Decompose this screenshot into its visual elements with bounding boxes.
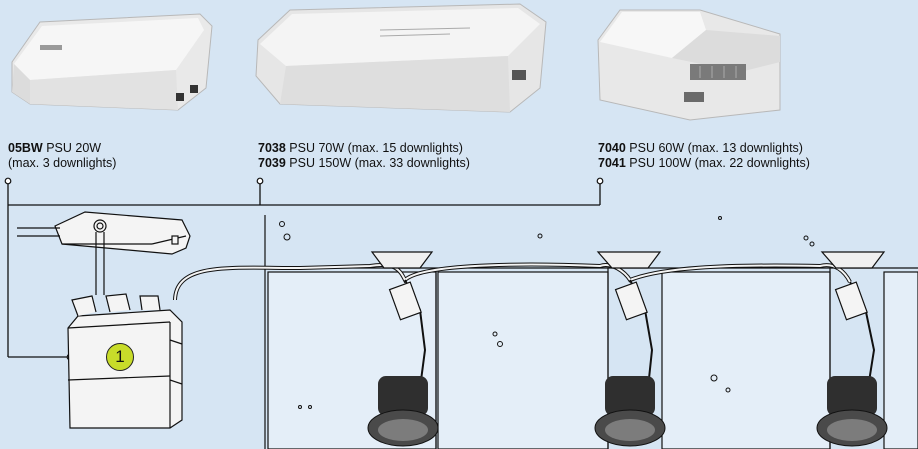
psu-7038-7039-image bbox=[255, 3, 547, 113]
product-code: 7038 bbox=[258, 141, 286, 155]
plaster-specks bbox=[279, 216, 815, 409]
product-description: PSU 20W bbox=[46, 141, 102, 155]
psu-7040-7041-image bbox=[597, 9, 781, 121]
connector-lines bbox=[7, 183, 601, 358]
product-label-7038-7039: 7038 PSU 70W (max. 15 downlights) 7039 P… bbox=[258, 141, 470, 171]
downlight-2 bbox=[594, 251, 666, 447]
product-code: 7040 bbox=[598, 141, 626, 155]
product-code: 7039 bbox=[258, 156, 286, 170]
label-line: 7040 PSU 60W (max. 13 downlights) bbox=[598, 141, 810, 156]
label-line: 7038 PSU 70W (max. 15 downlights) bbox=[258, 141, 470, 156]
product-description: PSU 70W (max. 15 downlights) bbox=[289, 141, 463, 155]
downlight-3 bbox=[816, 251, 888, 447]
product-label-05bw: 05BW PSU 20W (max. 3 downlights) bbox=[8, 141, 116, 171]
product-code: 7041 bbox=[598, 156, 626, 170]
label-line: 7039 PSU 150W (max. 33 downlights) bbox=[258, 156, 470, 171]
label-line: 7041 PSU 100W (max. 22 downlights) bbox=[598, 156, 810, 171]
product-description: (max. 3 downlights) bbox=[8, 156, 117, 170]
ceiling-structure bbox=[264, 215, 918, 449]
product-description: PSU 150W (max. 33 downlights) bbox=[289, 156, 470, 170]
product-label-7040-7041: 7040 PSU 60W (max. 13 downlights) 7041 P… bbox=[598, 141, 810, 171]
product-description: PSU 100W (max. 22 downlights) bbox=[629, 156, 810, 170]
product-code: 05BW bbox=[8, 141, 43, 155]
psu-05bw-image bbox=[11, 13, 213, 111]
label-line: 05BW PSU 20W bbox=[8, 141, 116, 156]
product-description: PSU 60W (max. 13 downlights) bbox=[629, 141, 803, 155]
psu-sketch bbox=[17, 211, 191, 295]
callout-marker: 1 bbox=[106, 343, 134, 371]
label-line: (max. 3 downlights) bbox=[8, 156, 116, 171]
downlight-1 bbox=[367, 251, 439, 447]
